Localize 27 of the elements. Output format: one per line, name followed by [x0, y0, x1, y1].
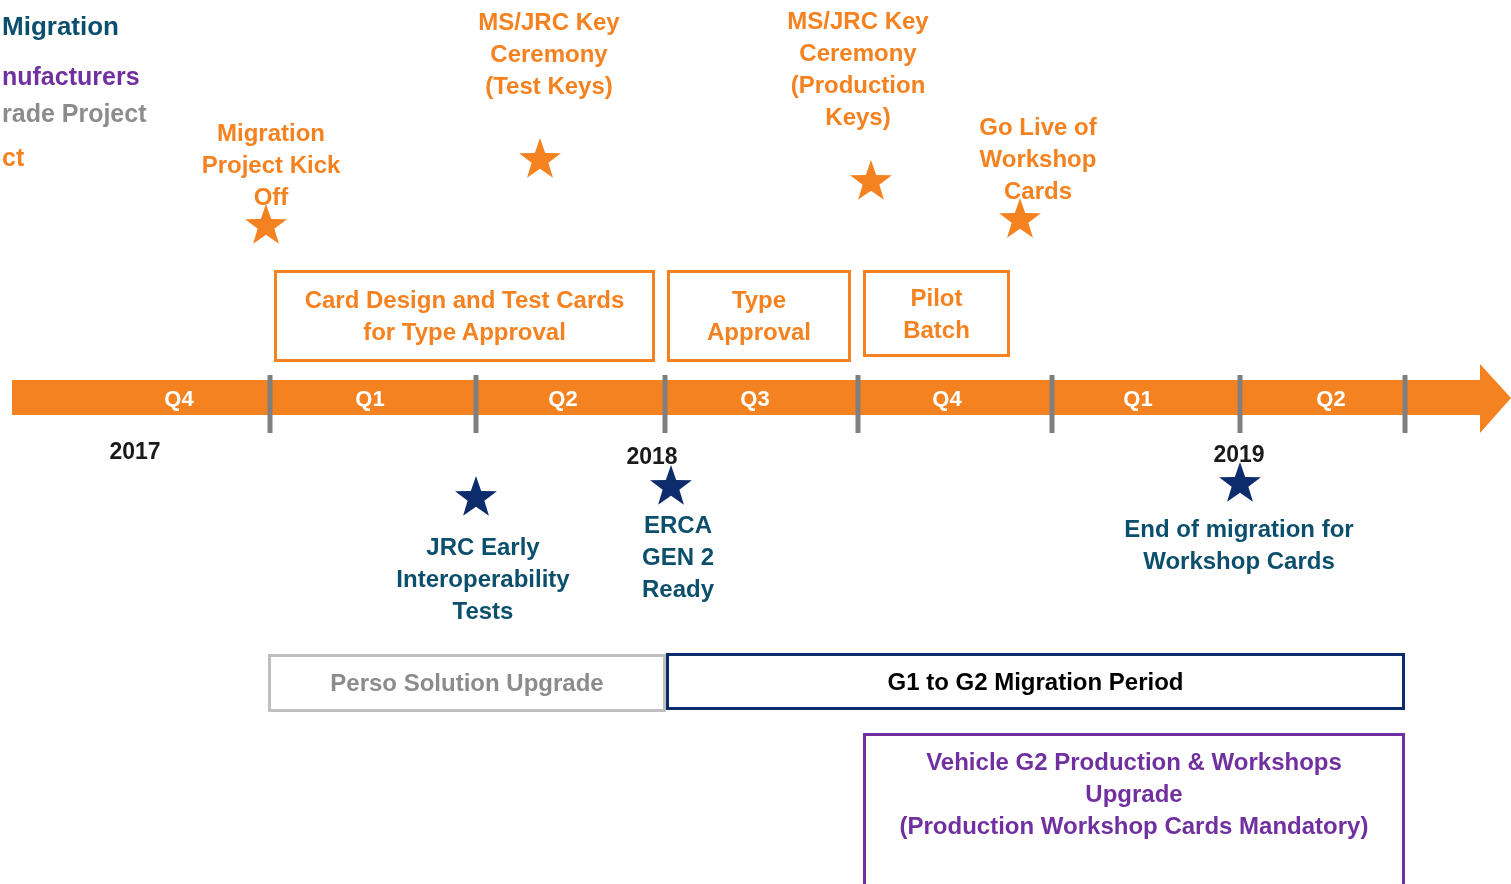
- period-bar: G1 to G2 Migration Period: [666, 653, 1405, 710]
- quarter-label: Q3: [739, 385, 771, 413]
- milestone-label: End of migration for Workshop Cards: [1123, 514, 1355, 576]
- legend-text: ct: [2, 142, 25, 173]
- period-bar: Perso Solution Upgrade: [268, 654, 666, 712]
- legend-text: nufacturers: [2, 61, 140, 92]
- quarter-label: Q1: [1122, 385, 1154, 413]
- year-label: 2019: [1212, 440, 1266, 469]
- quarter-label: Q1: [354, 385, 386, 413]
- quarter-label: Q2: [547, 385, 579, 413]
- period-bar: Vehicle G2 Production & Workshops Upgrade (Production Workshop Cards Mandatory): [863, 733, 1405, 884]
- phase-box: Card Design and Test Cards for Type Approval: [274, 270, 655, 362]
- milestone-label: MS/JRC Key Ceremony (Production Keys): [786, 6, 930, 132]
- milestone-label: MS/JRC Key Ceremony (Test Keys): [477, 7, 621, 101]
- year-label: 2017: [108, 437, 162, 466]
- quarter-label: Q4: [931, 385, 963, 413]
- legend-text: rade Project: [2, 98, 147, 129]
- milestone-label: Migration Project Kick Off: [200, 118, 342, 212]
- legend-text: Migration: [2, 10, 119, 42]
- milestone-label: Go Live of Workshop Cards: [978, 112, 1098, 206]
- year-label: 2018: [625, 442, 679, 471]
- quarter-label: Q4: [163, 385, 195, 413]
- milestone-label: ERCA GEN 2 Ready: [640, 510, 715, 604]
- milestone-label: JRC Early Interoperability Tests: [395, 532, 571, 626]
- phase-box: Type Approval: [667, 270, 851, 362]
- quarter-label: Q2: [1315, 385, 1347, 413]
- phase-box: Pilot Batch: [863, 270, 1010, 357]
